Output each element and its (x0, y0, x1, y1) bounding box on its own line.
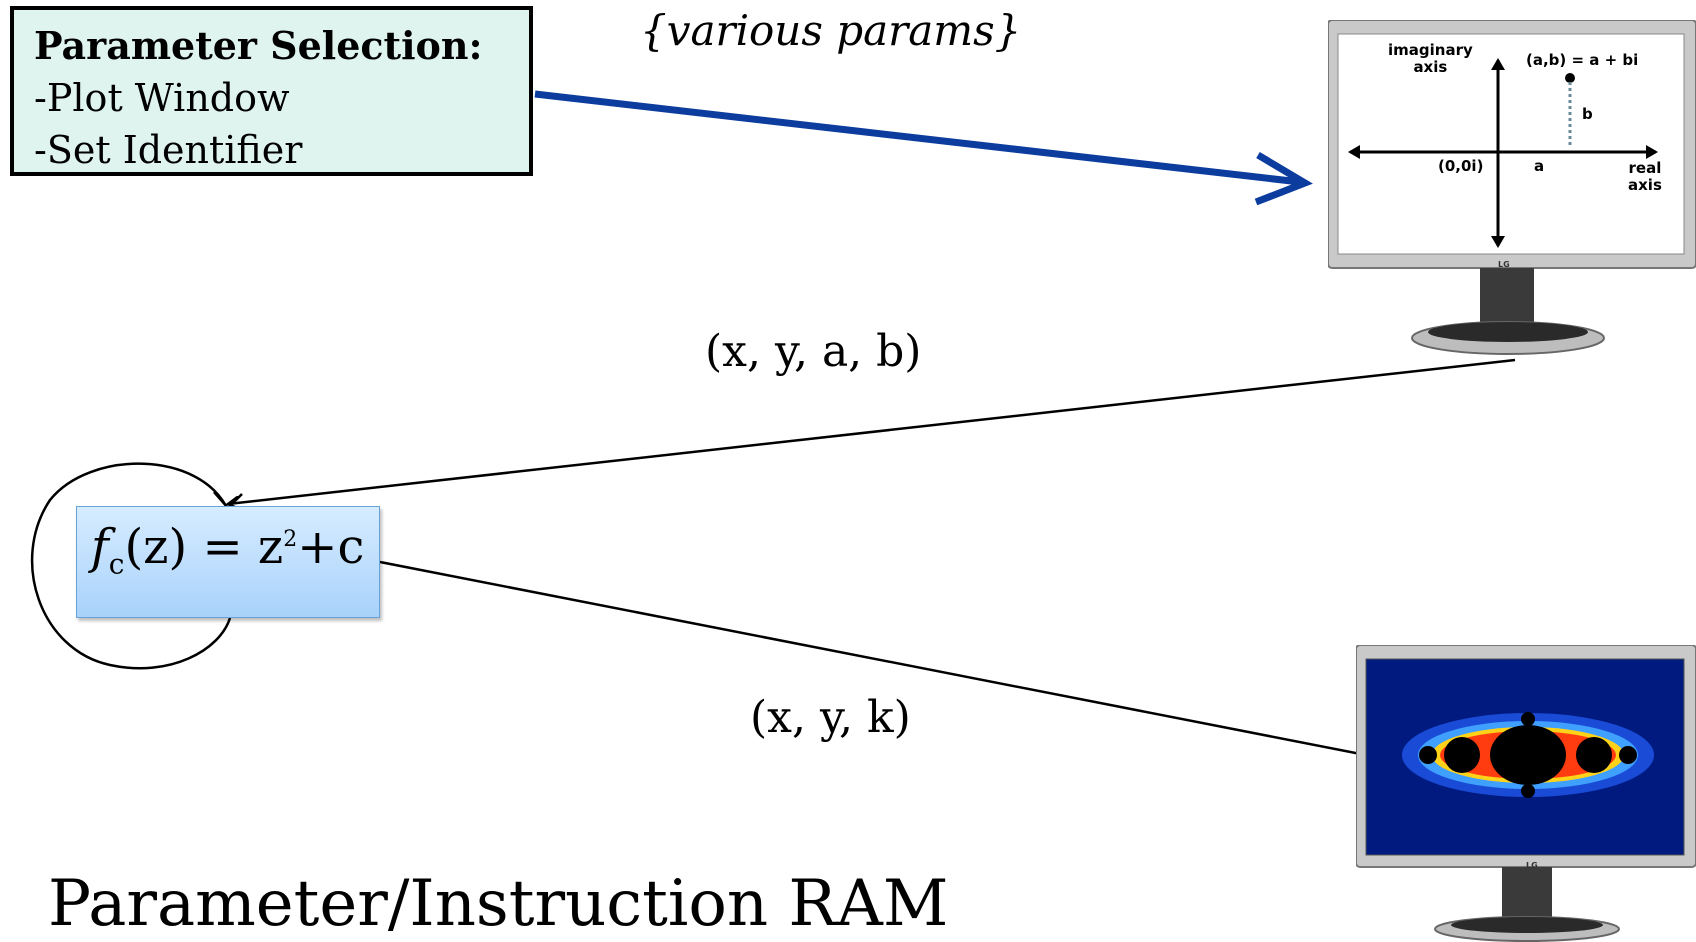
imaginary-axis-word1: imaginary (1388, 41, 1473, 59)
brand-logo-bottom: LG (1526, 861, 1538, 870)
function-expression: (z) = z (124, 519, 284, 575)
real-axis-word1: real (1628, 159, 1662, 177)
coords-arrow (228, 358, 1516, 504)
parameter-selection-title: Parameter Selection: (34, 23, 483, 68)
monitor-complex-plane: imaginary axis (a,b) = a + bi b (0,0i) a… (1328, 20, 1696, 356)
real-axis-word2: axis (1628, 176, 1662, 194)
function-tail: +c (297, 519, 365, 575)
parameter-selection-box: Parameter Selection: -Plot Window -Set I… (10, 6, 533, 176)
imaginary-axis-label: imaginary axis (1388, 42, 1473, 76)
result-label: (x, y, k) (750, 692, 911, 743)
b-label: b (1582, 105, 1593, 123)
point-label: (a,b) = a + bi (1526, 51, 1639, 69)
origin-label: (0,0i) (1438, 157, 1484, 175)
parameter-item-plot-window: -Plot Window (34, 76, 290, 120)
monitor-body-bottom (1356, 645, 1696, 942)
function-subscript: c (108, 547, 125, 581)
result-arrow (379, 560, 1376, 757)
caption: Parameter/Instruction RAM (48, 867, 949, 941)
imaginary-axis-word2: axis (1413, 58, 1448, 76)
function-box: fc(z) = z2+c (76, 506, 380, 618)
monitor-fractal: LG (1356, 645, 1696, 942)
function-symbol: f (91, 519, 109, 575)
coords-label: (x, y, a, b) (705, 326, 922, 377)
monitor-body-top (1328, 20, 1696, 355)
various-params-label: {various params} (640, 6, 1022, 55)
function-exponent: 2 (283, 527, 298, 552)
function-formula: fc(z) = z2+c (91, 519, 364, 581)
real-axis-label: real axis (1628, 160, 1662, 194)
params-arrow-head (1254, 151, 1313, 206)
iteration-loop (30, 462, 232, 670)
parameter-item-set-identifier: -Set Identifier (34, 128, 303, 172)
params-arrow (534, 90, 1301, 186)
a-label: a (1534, 157, 1545, 175)
brand-logo-top: LG (1498, 260, 1510, 269)
